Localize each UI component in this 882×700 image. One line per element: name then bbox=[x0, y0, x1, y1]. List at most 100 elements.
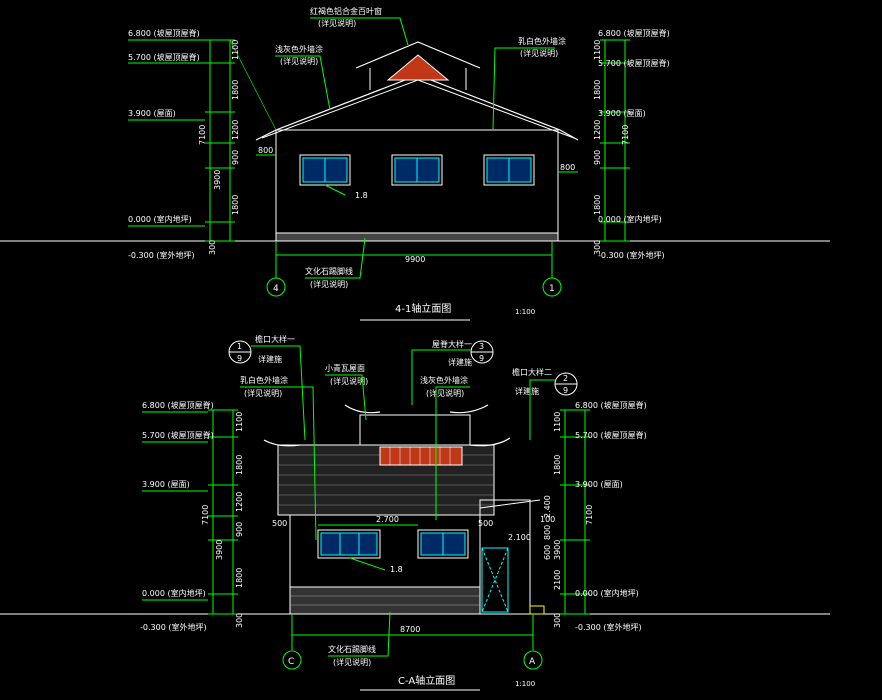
bottom-dim-1200: 1200 bbox=[235, 492, 244, 512]
bottom-left-level-0000: 0.000 (室内地坪) bbox=[142, 588, 206, 598]
top-left-dimensions bbox=[205, 39, 277, 242]
top-right-dim-900: 900 bbox=[593, 150, 602, 165]
top-axis-1: 1 bbox=[542, 277, 562, 297]
bottom-left-level-0300: -0.300 (室外地坪) bbox=[140, 622, 207, 632]
top-window-1 bbox=[299, 154, 351, 186]
bottom-anno-plinth: 文化石踢脚线 bbox=[328, 644, 376, 654]
top-anno-white-wall: 乳白色外墙涂 bbox=[518, 36, 566, 46]
top-right-dim-300: 300 bbox=[593, 240, 602, 255]
top-left-level-0300: -0.300 (室外地坪) bbox=[128, 250, 195, 260]
bottom-upper-eave-left bbox=[344, 404, 381, 414]
bottom-width-dimension bbox=[291, 614, 534, 650]
svg-text:C: C bbox=[288, 657, 294, 667]
top-eave-dim-left: 800 bbox=[258, 146, 273, 155]
top-left-level-0000: 0.000 (室内地坪) bbox=[128, 214, 192, 224]
top-plinth bbox=[275, 232, 559, 242]
top-right-dim-7100: 7100 bbox=[621, 125, 630, 145]
bottom-dim-1800b: 1800 bbox=[235, 568, 244, 588]
top-view-scale: 1:100 bbox=[515, 308, 535, 316]
top-right-dim-1800b: 1800 bbox=[593, 195, 602, 215]
bottom-anno-tile-roof-sub: (详见说明) bbox=[330, 376, 368, 386]
bottom-right-dim-800: 800 bbox=[543, 525, 552, 540]
bottom-window-2 bbox=[417, 529, 469, 559]
bottom-window-1 bbox=[317, 529, 381, 559]
bottom-porch-frame bbox=[479, 499, 531, 615]
top-dim-1100: 1100 bbox=[231, 40, 240, 60]
top-right-dim-1800a: 1800 bbox=[593, 80, 602, 100]
bottom-dim-2400: 2.400 bbox=[543, 495, 552, 518]
top-right-dim-1200: 1200 bbox=[593, 120, 602, 140]
bottom-view-title: C-A轴立面图 bbox=[398, 674, 455, 687]
bottom-left-level-6800: 6.800 (坡屋顶屋脊) bbox=[142, 400, 214, 410]
bottom-right-level-0000: 0.000 (室内地坪) bbox=[575, 588, 639, 598]
bottom-elevation: 7100 3900 1100 1800 1200 900 1800 300 11… bbox=[0, 334, 830, 691]
bottom-upper-block bbox=[359, 414, 471, 446]
bottom-right-dim-600: 600 bbox=[543, 545, 552, 560]
bottom-eave-left bbox=[263, 439, 301, 447]
bottom-right-dim-3900: 3900 bbox=[553, 540, 562, 560]
bottom-dim-500b: 500 bbox=[478, 519, 493, 528]
bottom-anno-white-wall: 乳白色外墙涂 bbox=[240, 375, 288, 385]
top-left-levels: 6.800 (坡屋顶屋脊) 5.700 (坡屋顶屋脊) 3.900 (屋面) 0… bbox=[128, 28, 205, 260]
top-left-level-3900: 3.900 (屋面) bbox=[128, 109, 176, 118]
bottom-right-dim-7100: 7100 bbox=[585, 505, 594, 525]
bottom-right-level-3900: 3.900 (屋面) bbox=[575, 480, 623, 489]
bottom-dim-300: 300 bbox=[235, 613, 244, 628]
bottom-anno-plinth-sub: (详见说明) bbox=[333, 657, 371, 667]
bottom-view-scale: 1:100 bbox=[515, 680, 535, 688]
svg-text:4: 4 bbox=[273, 284, 279, 294]
top-main-roof-inner bbox=[261, 79, 575, 139]
top-eave-dim-right: 800 bbox=[560, 163, 575, 172]
bottom-right-dim-300: 300 bbox=[553, 613, 562, 628]
top-anno-vent: 红褐色铝合金百叶窗 bbox=[310, 6, 382, 16]
svg-text:9: 9 bbox=[479, 354, 484, 363]
top-right-level-6800: 6.800 (坡屋顶屋脊) bbox=[598, 28, 670, 38]
top-right-level-5700: 5.700 (坡屋顶屋脊) bbox=[598, 58, 670, 68]
top-width-dimension bbox=[275, 241, 553, 278]
bottom-right-dim-2100: 2100 bbox=[553, 570, 562, 590]
top-window-2 bbox=[391, 154, 443, 186]
top-upper-roof bbox=[355, 41, 481, 69]
bottom-callout-2: 2 9 檐口大样二 详建施 bbox=[512, 367, 578, 440]
top-anno-plinth: 文化石踢脚线 bbox=[305, 266, 353, 276]
bottom-dim-1800a: 1800 bbox=[235, 455, 244, 475]
bottom-right-levels: 6.800 (坡屋顶屋脊) 5.700 (坡屋顶屋脊) 3.900 (屋面) 0… bbox=[575, 400, 647, 632]
svg-text:9: 9 bbox=[563, 386, 568, 395]
bottom-callout-1-sub: 详建施 bbox=[258, 354, 282, 364]
bottom-anno-tile-roof: 小青瓦屋面 bbox=[325, 363, 365, 373]
top-right-levels: 6.800 (坡屋顶屋脊) 5.700 (坡屋顶屋脊) 3.900 (屋面) 0… bbox=[598, 28, 670, 260]
bottom-axis-c: C bbox=[282, 650, 302, 670]
bottom-dim-3900: 3900 bbox=[215, 540, 224, 560]
svg-text:2: 2 bbox=[563, 374, 568, 383]
bottom-right-dimensions bbox=[560, 409, 590, 615]
bottom-width-dim-label: 8700 bbox=[400, 625, 420, 634]
top-right-level-0000: 0.000 (室内地坪) bbox=[598, 214, 662, 224]
top-left-level-5700: 5.700 (坡屋顶屋脊) bbox=[128, 52, 200, 62]
top-axis-4: 4 bbox=[266, 277, 286, 297]
bottom-callout-1-title: 檐口大样一 bbox=[255, 334, 295, 344]
bottom-vent-louver bbox=[379, 446, 463, 466]
top-dim-1200: 1200 bbox=[231, 120, 240, 140]
top-dim-3900: 3900 bbox=[213, 170, 222, 190]
top-dim-1800a: 1800 bbox=[231, 80, 240, 100]
bottom-right-level-5700: 5.700 (坡屋顶屋脊) bbox=[575, 430, 647, 440]
bottom-anno-grey-wall: 浅灰色外墙涂 bbox=[420, 375, 468, 385]
top-right-dim-1100: 1100 bbox=[593, 40, 602, 60]
svg-text:3: 3 bbox=[479, 342, 484, 351]
bottom-dim-7100: 7100 bbox=[201, 505, 210, 525]
bottom-anno-white-wall-sub: (详见说明) bbox=[244, 388, 282, 398]
top-view-title: 4-1轴立面图 bbox=[395, 302, 451, 315]
top-anno-grey-wall-sub: (详见说明) bbox=[280, 56, 318, 66]
bottom-left-levels: 6.800 (坡屋顶屋脊) 5.700 (坡屋顶屋脊) 3.900 (屋面) 0… bbox=[140, 400, 214, 632]
bottom-upper-eave-right bbox=[449, 404, 489, 414]
bottom-callout-3-sub: 详建施 bbox=[448, 357, 472, 367]
top-anno-white-wall-sub: (详见说明) bbox=[520, 48, 558, 58]
bottom-dim-500a: 500 bbox=[272, 519, 287, 528]
svg-text:1: 1 bbox=[549, 284, 555, 294]
svg-text:1: 1 bbox=[237, 342, 242, 351]
bottom-door bbox=[481, 547, 509, 613]
svg-text:9: 9 bbox=[237, 354, 242, 363]
top-dim-total-7100: 7100 bbox=[198, 125, 207, 145]
top-anno-vent-sub: (详见说明) bbox=[318, 18, 356, 28]
top-right-level-3900: 3.900 (屋面) bbox=[598, 109, 646, 118]
